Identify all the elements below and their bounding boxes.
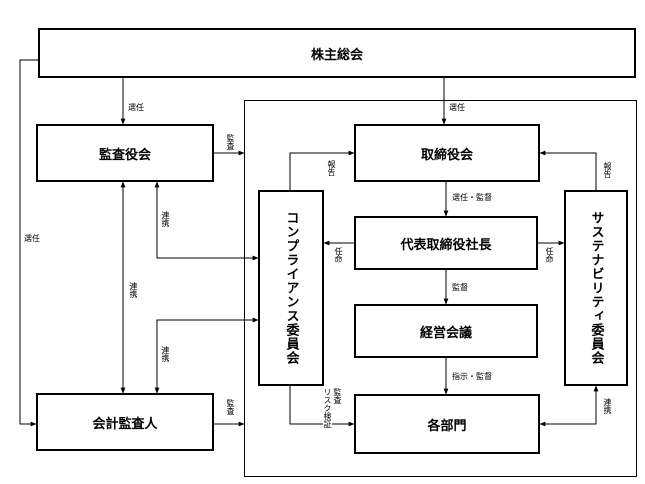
management-meeting-box: 経営会議 — [354, 304, 538, 358]
label-audit-risk-verification: リスク検証 — [323, 388, 332, 428]
label-cooperation-sustainability: 連携 — [603, 398, 612, 414]
label-supervise: 監督 — [452, 283, 468, 292]
label-cooperation-vertical: 連携 — [129, 282, 138, 298]
label-cooperation-lower: 連携 — [161, 346, 170, 362]
shareholders-meeting-label: 株主総会 — [310, 47, 363, 63]
label-appoint-compliance: 任命 — [334, 247, 343, 263]
label-elect-audit-board: 選任 — [128, 103, 144, 112]
arrow-cooperation-lower — [154, 317, 259, 394]
shareholders-meeting-box: 株主総会 — [38, 28, 636, 78]
board-of-directors-box: 取締役会 — [354, 124, 540, 182]
departments-box: 各部門 — [354, 394, 540, 454]
label-audit-board-audit: 監査 — [226, 134, 235, 150]
sustainability-committee-box: サステナビリティ委員会 — [564, 190, 628, 386]
arrow-elect-accounting — [19, 59, 38, 427]
arrow-cooperation-sustainability — [539, 385, 599, 427]
label-report-compliance: 報告 — [327, 160, 336, 176]
compliance-committee-label: コンプライアンス委員会 — [283, 211, 299, 365]
audit-board-box: 監査役会 — [36, 124, 214, 182]
label-accountant-audit: 監査 — [226, 399, 235, 415]
sustainability-committee-label: サステナビリティ委員会 — [588, 211, 604, 365]
label-appoint-sustainability: 任命 — [545, 247, 554, 263]
accounting-auditor-box: 会計監査人 — [36, 393, 214, 451]
arrow-report-compliance — [289, 150, 355, 190]
president-box: 代表取締役社長 — [354, 216, 538, 270]
board-of-directors-label: 取締役会 — [420, 147, 473, 163]
label-instruct-supervise: 指示・監督 — [452, 372, 492, 381]
president-label: 代表取締役社長 — [400, 237, 492, 253]
label-audit-risk-audit: 監査 — [333, 388, 342, 404]
label-cooperation-upper: 連携 — [161, 211, 170, 227]
arrow-audit-risk — [289, 386, 355, 427]
arrow-cooperation-upper — [154, 181, 259, 261]
audit-board-label: 監査役会 — [98, 147, 151, 163]
label-elect-board: 選任 — [449, 103, 465, 112]
departments-label: 各部門 — [427, 418, 467, 434]
label-elect-accounting: 選任 — [24, 234, 40, 243]
company-frame — [244, 100, 637, 477]
label-report-sustainability: 報告 — [603, 162, 612, 178]
label-elect-supervise: 選任・監督 — [452, 193, 492, 202]
management-meeting-label: 経営会議 — [419, 325, 472, 341]
accounting-auditor-label: 会計監査人 — [92, 416, 158, 432]
arrow-report-sustainability — [539, 150, 597, 190]
compliance-committee-box: コンプライアンス委員会 — [258, 190, 324, 386]
